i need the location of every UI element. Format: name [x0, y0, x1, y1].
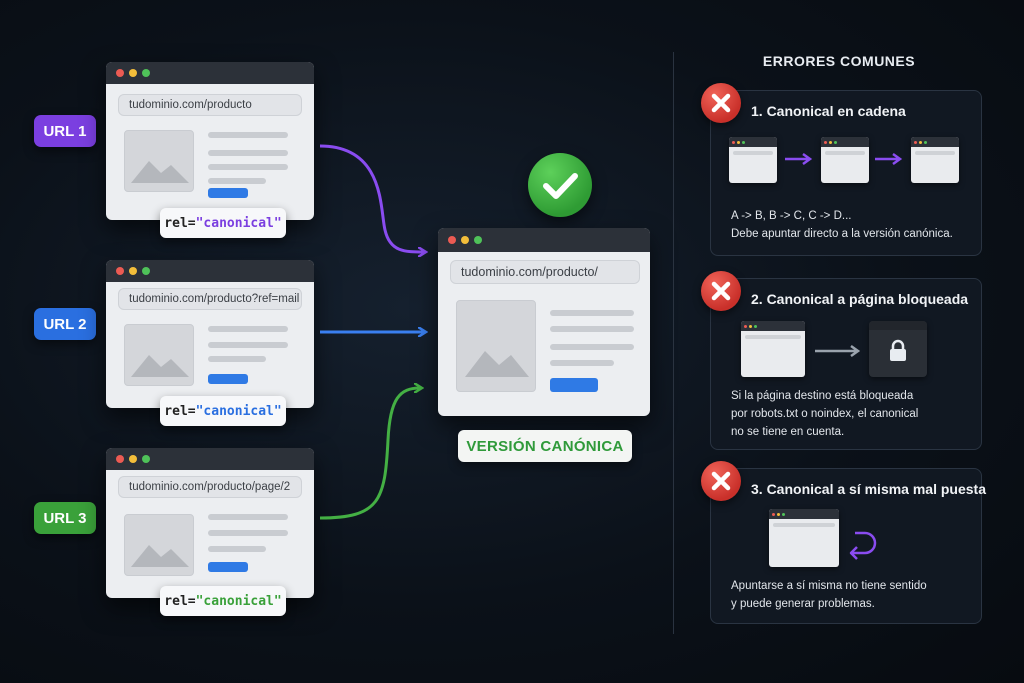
window-titlebar [106, 260, 314, 282]
browser-window-url-1: tudominio.com/producto [106, 62, 314, 220]
address-bar[interactable]: tudominio.com/producto [118, 94, 302, 116]
page-a-icon [729, 137, 777, 183]
rel-value: "canonical" [195, 593, 282, 609]
error-description: Apuntarse a sí misma no tiene sentido y … [731, 577, 927, 613]
button-placeholder [208, 562, 248, 572]
minimize-dot-icon [129, 455, 137, 463]
self-page-icon [769, 509, 839, 567]
blocked-page-lock-icon [869, 321, 927, 377]
canonical-address-bar[interactable]: tudominio.com/producto/ [450, 260, 640, 284]
check-icon [528, 153, 592, 217]
error-card-2: 2. Canonical a página bloqueada Si la pá… [701, 271, 982, 450]
minimize-dot-icon [129, 267, 137, 275]
browser-window-url-3: tudominio.com/producto/page/2 [106, 448, 314, 598]
rel-attr: rel= [164, 593, 196, 609]
text-line [550, 360, 614, 366]
url-badge-2: URL 2 [34, 308, 96, 340]
close-dot-icon [116, 69, 124, 77]
rel-value: "canonical" [195, 215, 282, 231]
rel-attr: rel= [164, 403, 196, 419]
minimize-dot-icon [129, 69, 137, 77]
window-titlebar [438, 228, 650, 252]
text-line [208, 546, 266, 552]
arrow-right-icon [785, 152, 813, 166]
error-description: A -> B, B -> C, C -> D... Debe apuntar d… [731, 207, 953, 243]
self-loop-arrow-icon [849, 531, 877, 560]
error-x-icon [701, 83, 741, 123]
rel-canonical-tag-3: rel="canonical" [160, 586, 286, 616]
panel-divider [673, 52, 674, 634]
text-line [208, 132, 288, 138]
error-description-line: no se tiene en cuenta. [731, 426, 845, 438]
text-line [208, 150, 288, 156]
arrow-right-icon [815, 344, 861, 358]
error-description-line: Apuntarse a sí misma no tiene sentido [731, 580, 927, 592]
canonical-version-label: VERSIÓN CANÓNICA [458, 430, 632, 462]
url-badge-1: URL 1 [34, 115, 96, 147]
errors-title: ERRORES COMUNES [762, 53, 916, 69]
window-titlebar [106, 62, 314, 84]
error-description-line: Debe apuntar directo a la versión canóni… [731, 228, 953, 240]
text-line [208, 530, 288, 536]
maximize-dot-icon [142, 267, 150, 275]
rel-canonical-tag-2: rel="canonical" [160, 396, 286, 426]
image-placeholder-icon [124, 324, 194, 386]
page-icon [741, 321, 805, 377]
error-title: 3. Canonical a sí misma mal puesta [751, 481, 986, 497]
rel-attr: rel= [164, 215, 196, 231]
error-title: 1. Canonical en cadena [751, 103, 906, 119]
address-bar[interactable]: tudominio.com/producto?ref=mail [118, 288, 302, 310]
arrow-right-icon [875, 152, 903, 166]
image-placeholder-icon [124, 514, 194, 576]
error-description-line: Si la página destino está bloqueada [731, 390, 914, 402]
error-description-line: por robots.txt o noindex, el canonical [731, 408, 919, 420]
arrow-url3-to-canonical [319, 388, 420, 520]
text-line [550, 344, 634, 350]
button-placeholder [208, 188, 248, 198]
error-x-icon [701, 271, 741, 311]
button-placeholder [208, 374, 248, 384]
text-line [550, 310, 634, 316]
close-dot-icon [448, 236, 456, 244]
error-description: Si la página destino está bloqueada por … [731, 387, 918, 441]
error-card-3: 3. Canonical a sí misma mal puesta Apunt… [701, 461, 986, 624]
arrow-url1-to-canonical [319, 144, 424, 252]
text-line [208, 342, 288, 348]
image-placeholder-icon [124, 130, 194, 192]
window-titlebar [106, 448, 314, 470]
error-title: 2. Canonical a página bloqueada [751, 291, 969, 307]
image-placeholder-icon [456, 300, 536, 392]
rel-value: "canonical" [195, 403, 282, 419]
page-c-icon [911, 137, 959, 183]
text-line [208, 356, 266, 362]
error-description-line: y puede generar problemas. [731, 598, 875, 610]
text-line [208, 164, 288, 170]
url-badge-3: URL 3 [34, 502, 96, 534]
text-line [208, 514, 288, 520]
browser-window-url-2: tudominio.com/producto?ref=mail [106, 260, 314, 408]
text-line [208, 326, 288, 332]
maximize-dot-icon [142, 69, 150, 77]
close-dot-icon [116, 455, 124, 463]
text-line [208, 178, 266, 184]
button-placeholder [550, 378, 598, 392]
address-bar[interactable]: tudominio.com/producto/page/2 [118, 476, 302, 498]
chain-example: A -> B, B -> C, C -> D... [731, 210, 852, 222]
page-b-icon [821, 137, 869, 183]
browser-window-canonical: tudominio.com/producto/ [438, 228, 650, 416]
text-line [550, 326, 634, 332]
error-card-1: 1. Canonical en cadena A -> B, B -> C, C… [701, 83, 982, 256]
minimize-dot-icon [461, 236, 469, 244]
maximize-dot-icon [474, 236, 482, 244]
rel-canonical-tag-1: rel="canonical" [160, 208, 286, 238]
maximize-dot-icon [142, 455, 150, 463]
error-x-icon [701, 461, 741, 501]
close-dot-icon [116, 267, 124, 275]
